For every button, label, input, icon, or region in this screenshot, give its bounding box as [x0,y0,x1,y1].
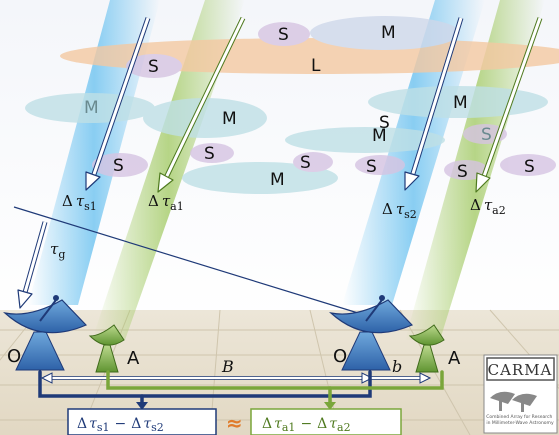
cloud-medium [285,127,445,153]
cloud-small [293,152,333,172]
arrow-s1 [85,17,151,191]
cloud-label: S [524,157,535,177]
arrow-s2 [404,17,464,191]
beam-blue-right [342,0,485,305]
arrow-a2 [475,17,543,193]
approx-symbol: ≈ [226,411,243,435]
antenna-small-right [408,324,445,373]
cloud-small [92,153,148,177]
cloud-medium [310,16,460,50]
signal-lines [38,370,444,410]
cloud-label: M [372,126,387,146]
arrow-tau-g [17,221,48,309]
carma-logo-title: CARMA [488,361,553,379]
carma-logo-caption: Combined Array for Research in Millimete… [486,414,554,426]
cloud-labels: S M S L M M M S M S S S S M S S S [84,23,535,190]
baseline-B [40,372,374,384]
delay-label-g: τg [50,240,65,261]
carma-dish-icon [490,391,537,412]
cloud-label: S [481,125,492,145]
cloud-label: S [148,57,159,77]
wavefront-line [13,206,359,314]
cloud-medium [368,86,548,118]
cloud-label: S [366,157,377,177]
antenna-large-left [3,295,88,371]
antenna-label-a2: A [448,348,461,369]
antenna-large-right [329,295,414,371]
antenna-small-left [88,324,125,373]
antenna-label-o1: O [7,346,21,367]
cloud-label: M [84,98,99,118]
cloud-medium [182,162,338,194]
baseline-b-label: b [392,357,402,376]
cloud-small [500,154,556,176]
cloud-label: M [381,23,396,43]
cloud-label: S [204,144,215,164]
cloud-label: M [270,170,285,190]
cloud-small [258,22,310,46]
antenna-label-o2: O [333,346,347,367]
baseline-B-label: B [221,357,234,376]
cloud-medium [143,98,267,138]
cloud-layer [25,16,559,194]
cloud-label: M [453,93,468,113]
cloud-label: S [457,162,468,182]
cloud-small [126,54,182,78]
cloud-label: S [278,25,289,45]
antenna-label-a1: A [127,348,140,369]
cloud-small [355,155,405,175]
cloud-label: S [113,156,124,176]
cloud-label: S [300,153,311,173]
ray-arrows [17,16,543,309]
cloud-small [190,143,234,163]
baseline-b [370,372,432,384]
carma-logo: CARMA Combined Array for Research in Mil… [483,354,558,434]
cloud-label: L [311,56,321,76]
cloud-label: S [379,113,390,133]
cloud-large [60,38,559,74]
arrow-a1 [157,16,246,193]
cloud-label: M [222,109,237,129]
cloud-medium [25,93,155,123]
